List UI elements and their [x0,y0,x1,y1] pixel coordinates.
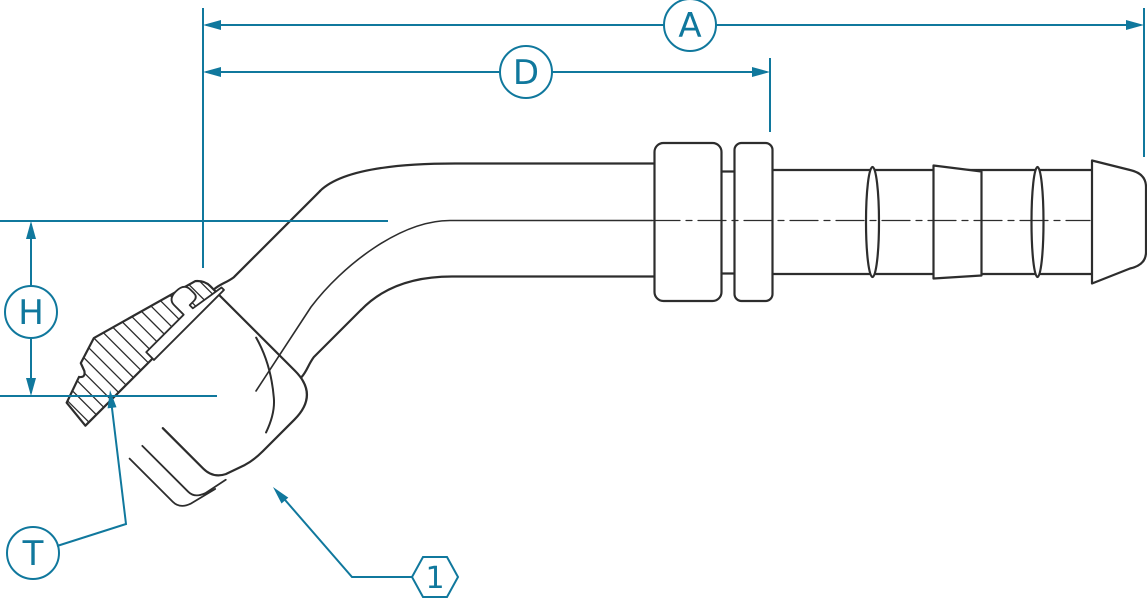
fitting-body [45,141,1147,507]
hose-tail-bead-1 [864,165,881,279]
dim-a-balloon [663,0,717,52]
label-a: A [678,6,701,46]
callout-t-arrow [107,390,117,409]
dimension-h [0,220,388,397]
dim-h-balloon [4,285,58,339]
collar-block-small [733,141,774,303]
dim-h-arrow-up [26,221,36,239]
dim-a-arrow-left [203,20,221,30]
nut-body-fill [162,293,307,476]
callout-labels: A D H T 1 [18,6,701,596]
callout-t-balloon [6,526,60,580]
bend-tangent-line [255,219,653,392]
nut-section-fill [66,281,218,426]
hose-tail-bead-2 [1030,165,1045,279]
callout-1-leader [278,492,412,578]
dim-d-arrow-left [203,67,221,77]
tube-upper-edge [212,189,322,291]
nut-body-outline [161,292,308,477]
nut-left-face-line [161,427,205,470]
callout-1 [273,487,460,598]
swivel-nut [45,189,363,507]
thread-groove-channel [145,285,225,361]
collar-neck-lines [720,170,737,275]
collar-block-large [653,141,723,303]
callout-1-hexagon [410,556,460,598]
callout-t-leader [56,399,128,547]
dim-h-arrow-down [26,378,36,396]
label-1: 1 [425,561,444,596]
elbow-outer-edge [318,162,657,193]
nut-section-outline [65,279,219,427]
nut-wrench-flat-curve [255,336,276,434]
dim-d-arrow-right [752,67,770,77]
dimension-a [202,0,1145,268]
callout-t [6,390,128,580]
label-t: T [22,534,44,574]
nut-end-face-lines [128,444,227,507]
label-d: D [513,53,539,93]
hose-tail-barb [932,164,983,280]
hose-tail-tip [1090,159,1147,285]
label-h: H [18,293,44,333]
tube-lower-edge [300,308,363,379]
elbow-inner-edge [359,275,657,312]
dim-a-arrow-right [1126,20,1144,30]
callout-1-arrow [273,487,289,504]
dim-d-balloon [499,45,553,99]
dimension-d [203,45,771,132]
